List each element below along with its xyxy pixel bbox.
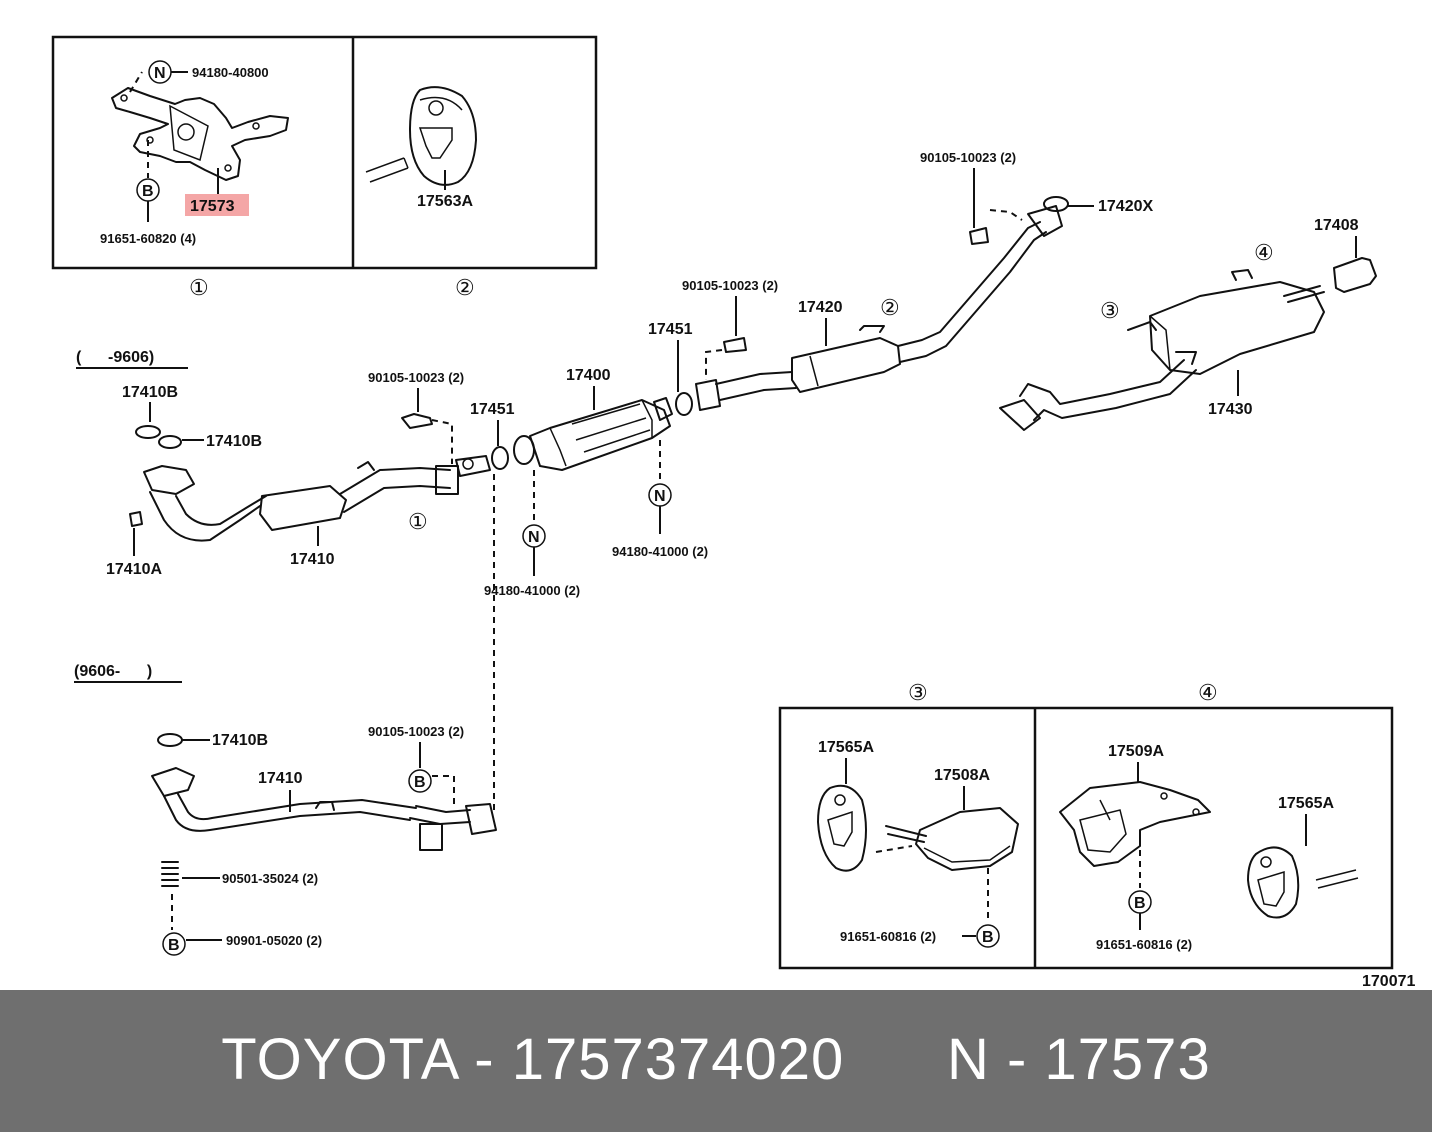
part-label-91651-60816-b: 91651-60816 (2) [1096, 937, 1192, 952]
exhaust-parts-diagram: N 94180-40800 B 91651-60820 (4) 17573 17… [51, 35, 1415, 990]
muffler-17430-drawing [999, 269, 1325, 431]
leader-dash-94180-40800 [129, 71, 143, 93]
ref-circle-2-inset: ② [455, 275, 475, 300]
center-pipe-17420-drawing [695, 205, 1063, 411]
part-label-17410B-b: 17410B [206, 433, 262, 450]
ref-circle-1-inset: ① [189, 275, 209, 300]
gasket-17410B-c [157, 733, 183, 747]
bracket-17509A-drawing [1059, 781, 1211, 867]
catalytic-converter-17400-drawing [513, 397, 673, 471]
part-label-17565A-a: 17565A [818, 739, 874, 756]
part-label-17451-left: 17451 [470, 401, 515, 418]
hanger-17563A-drawing [365, 86, 477, 186]
hanger-17565A-b-drawing [1247, 846, 1359, 919]
n-marker-label: N [154, 65, 166, 82]
part-label-90105-left: 90105-10023 (2) [368, 370, 464, 385]
part-label-17420: 17420 [798, 299, 843, 316]
b-marker-90901 [162, 932, 186, 956]
part-label-17573: 17573 [190, 198, 235, 215]
part-label-17410-lower: 17410 [258, 770, 303, 787]
part-label-90901: 90901-05020 (2) [226, 933, 322, 948]
gasket-17410B-b [158, 435, 182, 449]
part-label-17410B-a: 17410B [122, 384, 178, 401]
part-label-91651-60816-a: 91651-60816 (2) [840, 929, 936, 944]
part-label-17508A: 17508A [934, 767, 990, 784]
gasket-17420X [1043, 196, 1069, 212]
part-label-17420X: 17420X [1098, 198, 1153, 215]
leader-dash-b-lower [432, 775, 455, 808]
n-marker-left-label: N [528, 529, 540, 546]
bolt-90105-left [401, 413, 433, 429]
part-label-17410-upper: 17410 [290, 551, 335, 568]
bracket-17573-drawing [111, 87, 289, 181]
inset-box-top [51, 35, 598, 270]
part-label-90501: 90501-35024 (2) [222, 871, 318, 886]
date-range-upper: ( -9606) [76, 349, 154, 366]
part-label-17410A: 17410A [106, 561, 162, 578]
ref-circle-3-muffler: ③ [1100, 298, 1120, 323]
gasket-17410B-a [135, 425, 161, 439]
footer-bar: TOYOTA - 1757374020 N - 17573 [0, 990, 1432, 1132]
date-range-lower: (9606- ) [74, 663, 152, 680]
ref-circle-3-inset: ③ [908, 680, 928, 705]
b-marker-label: B [142, 183, 154, 200]
part-label-17430: 17430 [1208, 401, 1253, 418]
gasket-17451-right [675, 392, 693, 416]
b-marker-inset3 [976, 924, 1000, 948]
part-label-90105-lower: 90105-10023 (2) [368, 724, 464, 739]
part-label-17509A: 17509A [1108, 743, 1164, 760]
footer-title: TOYOTA - 1757374020 N - 17573 [221, 1027, 1211, 1092]
bolt-90105-top [969, 227, 989, 245]
hanger-17565A-a-drawing [817, 784, 867, 872]
highlight-17573 [185, 194, 249, 216]
part-label-17408: 17408 [1314, 217, 1359, 234]
front-pipe-17410-upper-drawing [129, 455, 491, 542]
b-marker-inset3-label: B [982, 929, 994, 946]
part-label-17565A-b: 17565A [1278, 795, 1334, 812]
ref-circle-4-muffler: ④ [1254, 240, 1274, 265]
b-marker-inset4-label: B [1134, 895, 1146, 912]
part-label-94180-41000-right: 94180-41000 (2) [612, 544, 708, 559]
b-marker-lower-label: B [414, 774, 426, 791]
ref-circle-4-inset: ④ [1198, 680, 1218, 705]
inset-box-bottom [778, 706, 1394, 970]
part-label-17451-right: 17451 [648, 321, 693, 338]
ref-circle-1-upper: ① [408, 509, 428, 534]
front-pipe-17410-lower-drawing [151, 767, 497, 851]
b-marker-lower [408, 769, 432, 793]
bolt-90105-mid [723, 337, 747, 353]
bracket-17508A-drawing [875, 807, 1019, 871]
leader-dash-90105-mid [705, 349, 723, 380]
tail-tip-17408 [1333, 257, 1377, 293]
b-marker-90901-label: B [168, 937, 180, 954]
part-label-17400: 17400 [566, 367, 611, 384]
part-label-90105-mid: 90105-10023 (2) [682, 278, 778, 293]
ref-circle-2-center: ② [880, 295, 900, 320]
part-label-17410B-c: 17410B [212, 732, 268, 749]
part-label-91651-60820: 91651-60820 (4) [100, 231, 196, 246]
part-label-90105-top: 90105-10023 (2) [920, 150, 1016, 165]
figure-number: 170071 [1362, 973, 1415, 990]
n-marker-right-label: N [654, 488, 666, 505]
part-label-94180-41000-left: 94180-41000 (2) [484, 583, 580, 598]
spring-90501 [161, 861, 179, 887]
gasket-17451-left [491, 446, 509, 470]
part-label-17563A: 17563A [417, 193, 473, 210]
leader-dash-90105-top [989, 209, 1023, 221]
part-label-94180-40800: 94180-40800 [192, 65, 269, 80]
leader-dash-90105-left [431, 419, 453, 464]
